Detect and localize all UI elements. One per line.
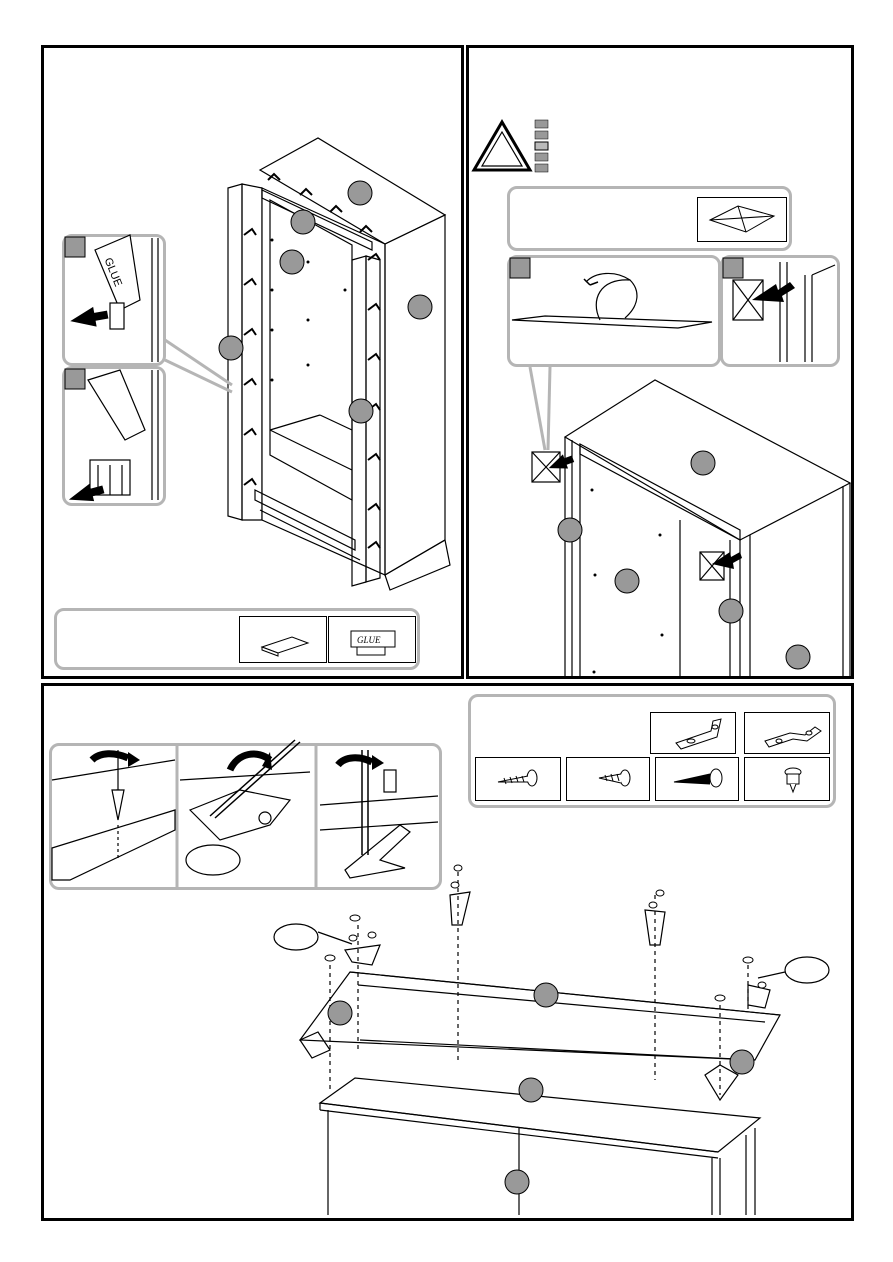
step3-assembly-drawing — [0, 0, 893, 1262]
